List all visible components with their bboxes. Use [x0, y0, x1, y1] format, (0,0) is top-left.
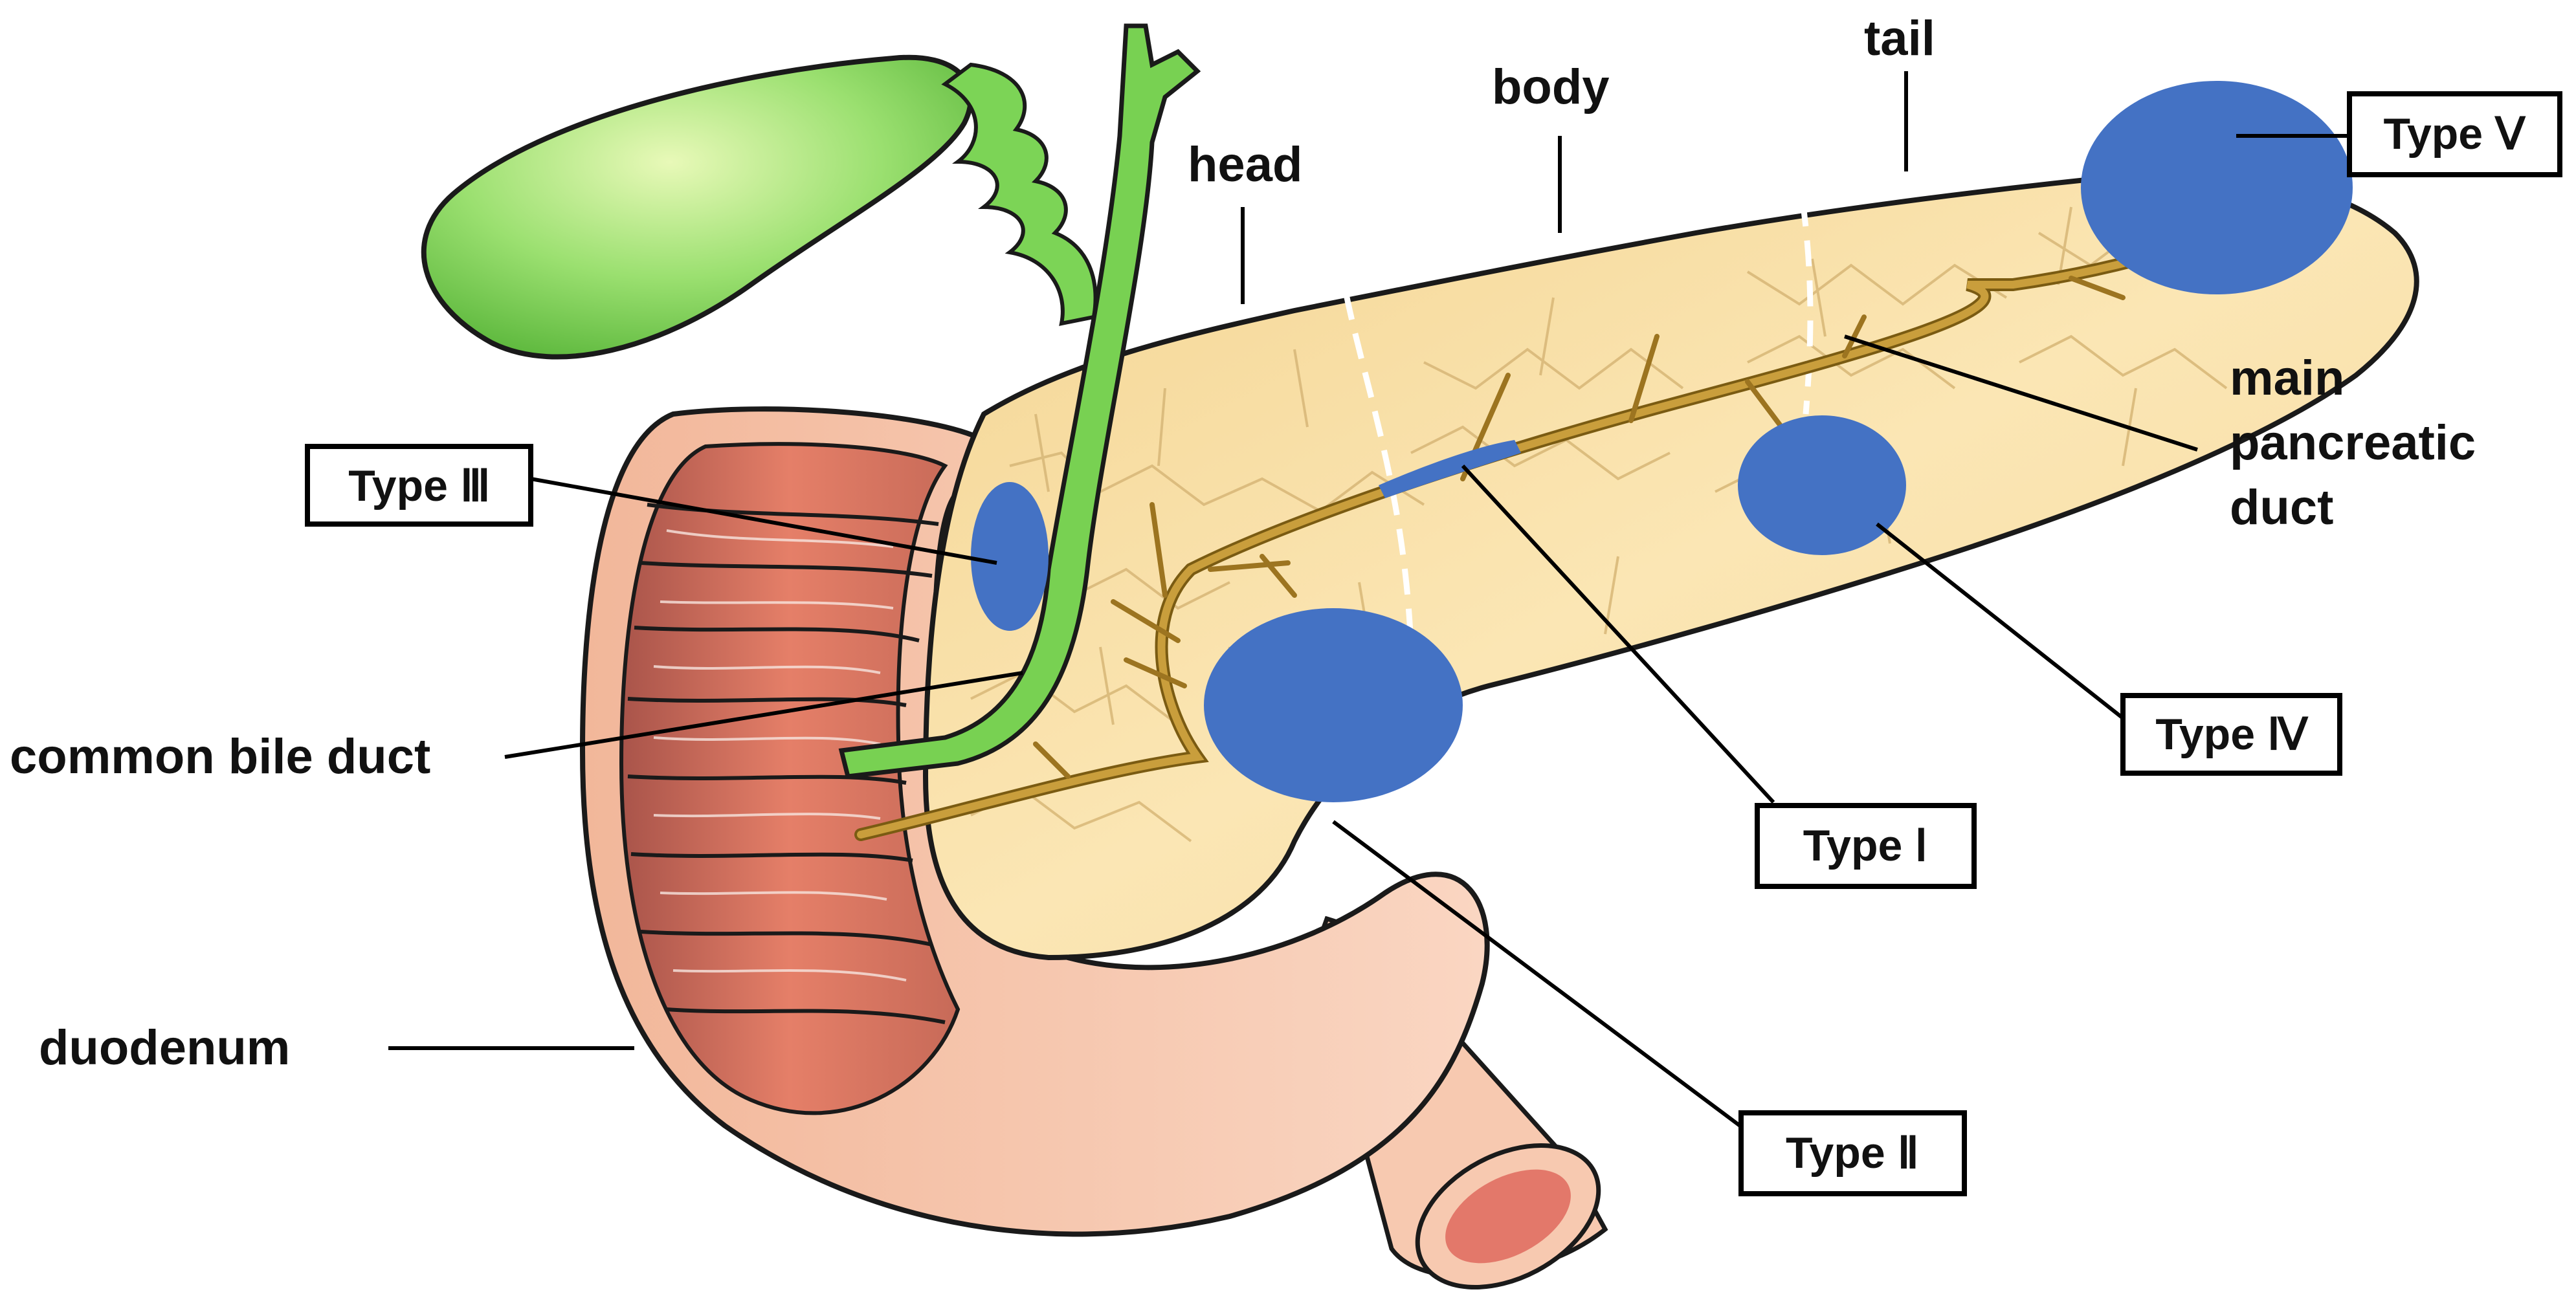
body-tail-boundary — [1799, 200, 1814, 415]
type-2-lesion — [1204, 608, 1463, 802]
anatomy-labels: head body tail main pancreatic duct comm… — [10, 11, 2476, 1075]
type-2-box: Type Ⅱ — [1738, 1110, 1967, 1196]
label-main-duct-line2: pancreatic — [2230, 415, 2476, 470]
type-4-label: Type Ⅳ — [2155, 710, 2309, 759]
label-common-bile-duct: common bile duct — [10, 729, 430, 784]
label-body: body — [1492, 60, 1610, 115]
type-3-label: Type Ⅲ — [348, 461, 490, 510]
type-5-lesion — [2081, 81, 2353, 294]
gallbladder — [421, 54, 1098, 360]
label-head: head — [1188, 137, 1302, 192]
type-4-box: Type Ⅳ — [2120, 693, 2342, 776]
type-2-label: Type Ⅱ — [1786, 1128, 1919, 1178]
label-duodenum: duodenum — [39, 1020, 290, 1075]
type-1-box: Type Ⅰ — [1755, 803, 1977, 889]
type-3-box: Type Ⅲ — [305, 444, 533, 527]
cystic-duct — [941, 62, 1098, 326]
type-3-lesion — [971, 482, 1049, 631]
type-5-box: Type Ⅴ — [2347, 91, 2562, 177]
lesions — [971, 81, 2353, 802]
type-4-lesion — [1738, 415, 1906, 555]
label-main-duct-line3: duct — [2230, 480, 2333, 535]
label-main-duct-line1: main — [2230, 351, 2344, 406]
type-5-label: Type Ⅴ — [2383, 109, 2526, 159]
type-1-lesion — [1379, 440, 1521, 498]
common-bile-duct-structure — [838, 23, 1201, 779]
type-1-label: Type Ⅰ — [1803, 821, 1928, 870]
leader-lines — [388, 71, 2349, 1131]
label-tail: tail — [1864, 11, 1935, 66]
duodenum — [579, 406, 1490, 1237]
head-body-boundary — [1343, 294, 1414, 648]
